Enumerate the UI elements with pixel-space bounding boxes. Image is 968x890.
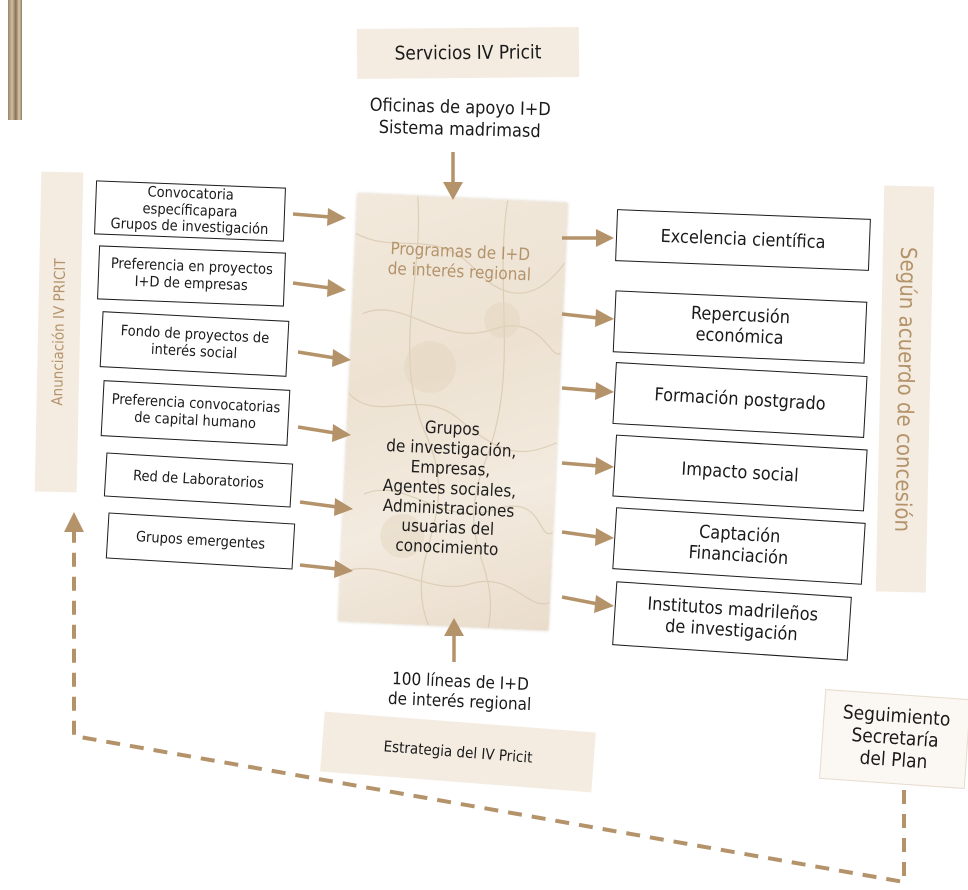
center-programs-panel: Programas de I+D de interés regional Gru…: [338, 193, 568, 631]
arrowhead-right-3: [595, 382, 614, 400]
feedback-dashed-path: [72, 530, 906, 885]
arrow-right-6: [561, 595, 599, 606]
arrow-left-3: [297, 350, 336, 360]
arrow-right-2: [561, 312, 599, 320]
panel-texture: [340, 196, 566, 628]
arrowhead-left-6: [334, 560, 353, 578]
arrow-right-3: [561, 386, 599, 393]
arrow-left-1: [292, 212, 331, 219]
arrowhead-left-5: [334, 498, 353, 516]
arrow-left-2: [292, 281, 331, 290]
arrow-left-6: [299, 563, 338, 571]
arrowhead-right-5: [595, 528, 614, 546]
arrowhead-left-2: [327, 279, 346, 297]
arrow-left-5: [299, 500, 338, 509]
arrowhead-right-1: [596, 229, 614, 247]
arrow-right-4: [561, 461, 599, 468]
feedback-arrowhead: [64, 512, 84, 532]
arrowhead-left-4: [332, 424, 351, 442]
arrowhead-right-2: [595, 309, 614, 327]
arrowhead-right-4: [595, 457, 614, 475]
arrowhead-left-1: [327, 208, 346, 226]
arrowhead-up-bottom: [444, 618, 464, 636]
arrowhead-left-3: [332, 349, 351, 367]
arrowhead-right-6: [594, 595, 614, 613]
decorative-image-strip: [8, 0, 22, 120]
arrow-left-4: [297, 425, 336, 435]
arrow-right-5: [561, 530, 599, 539]
arrowhead-down-top: [443, 182, 463, 200]
